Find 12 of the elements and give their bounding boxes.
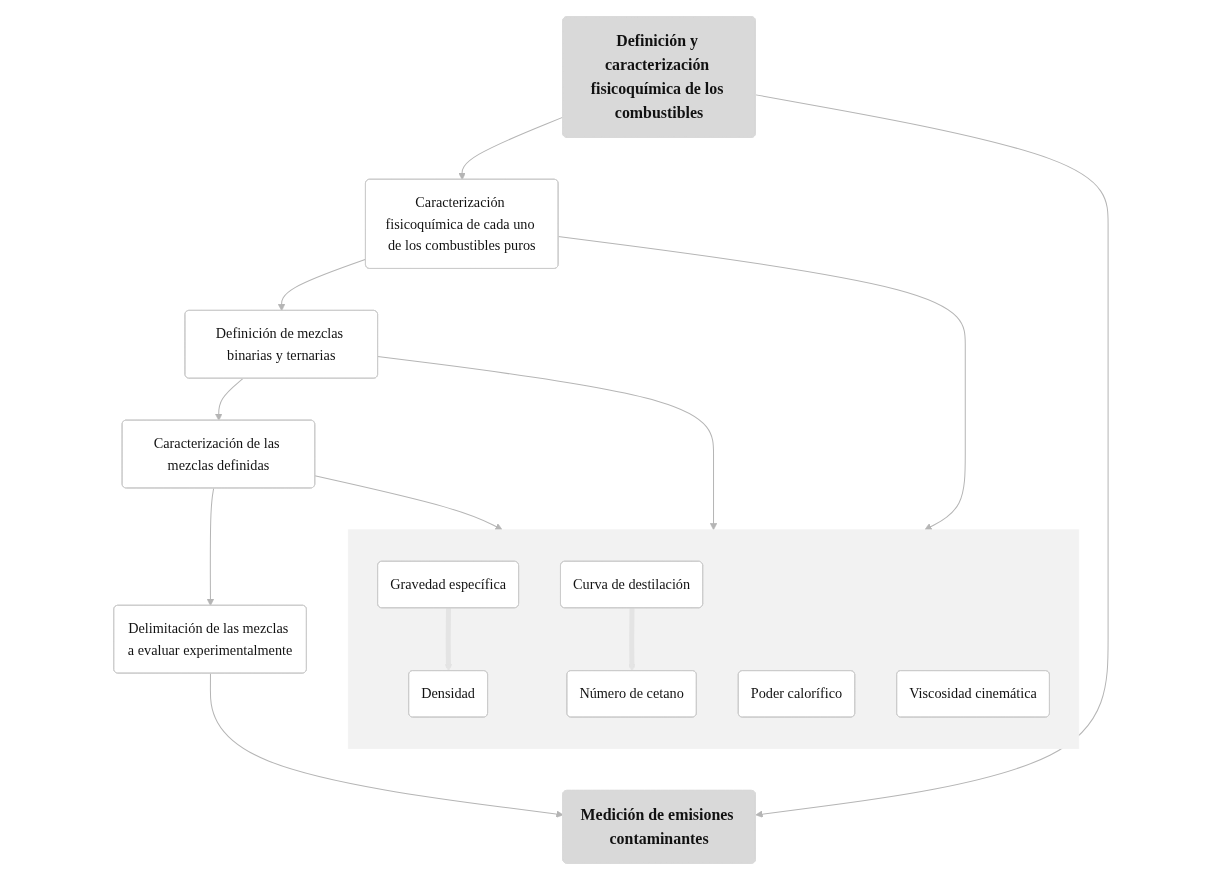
arrow (277, 258, 367, 311)
arrow (557, 235, 966, 530)
arrow (210, 672, 564, 818)
arrow (755, 93, 1109, 818)
arrow (206, 487, 215, 606)
arrow (215, 377, 244, 421)
arrow (628, 607, 636, 671)
cluster (347, 528, 1080, 749)
arrow (314, 474, 503, 530)
arrow (444, 607, 453, 671)
arrow (458, 116, 564, 180)
arrow (377, 355, 718, 530)
